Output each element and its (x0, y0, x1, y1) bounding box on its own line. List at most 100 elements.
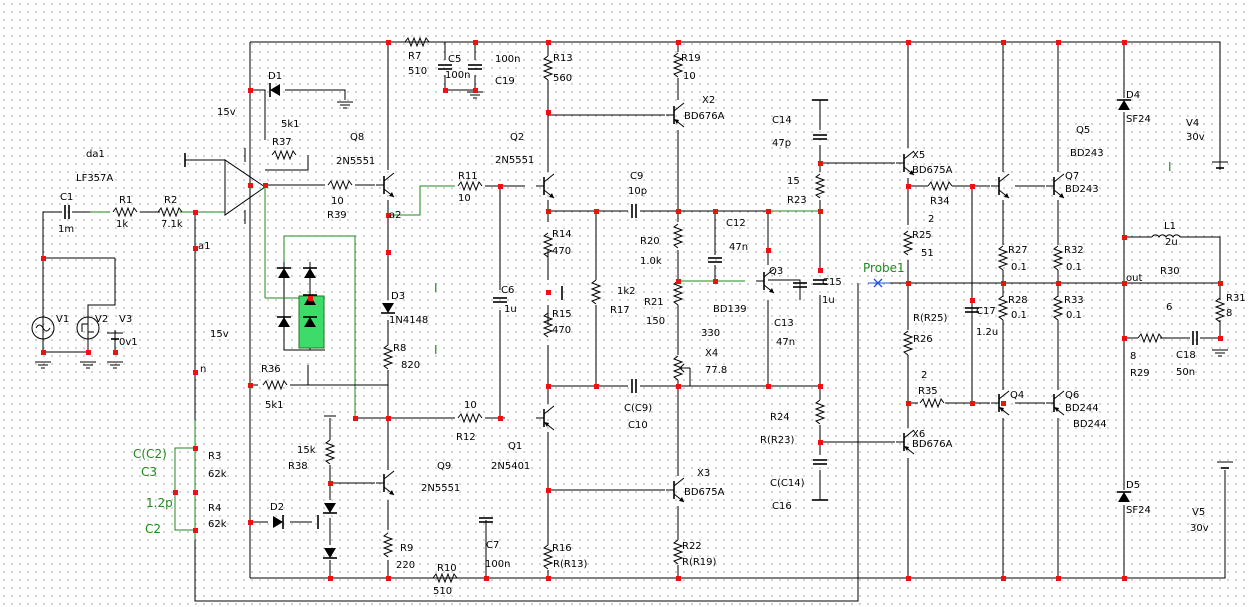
label-q6t: BD244 (1065, 403, 1099, 414)
label-q9t: 2N5551 (421, 483, 460, 494)
label-q7t: BD243 (1065, 184, 1099, 195)
resistor-r17 (591, 279, 601, 305)
ground-symbol (79, 361, 97, 369)
transistor-q4 (990, 173, 1010, 199)
label-probe: Probe1 (863, 261, 905, 275)
label-r34v: 2 (928, 214, 934, 225)
label-q3: Q3 (769, 266, 783, 277)
source-v2 (76, 316, 100, 340)
label-r15v: 470 (552, 325, 571, 336)
label-x2t: BD676A (684, 111, 725, 122)
label-r26: R26 (913, 334, 933, 345)
ground-symbol (106, 361, 124, 369)
label-r8v: 820 (401, 360, 420, 371)
diode-d5 (1116, 491, 1132, 503)
capacitor-c14 (812, 134, 828, 140)
resistor-r36 (262, 380, 288, 390)
label-x4v2: 77.8 (705, 365, 727, 376)
label-r11: R11 (458, 171, 478, 182)
capacitor-c10 (631, 378, 637, 394)
transistor-q7 (1045, 173, 1065, 199)
label-c12: C12 (726, 218, 746, 229)
label-r35: R35 (918, 386, 938, 397)
label-c5v: 100n (445, 70, 470, 81)
label-r27: R27 (1008, 245, 1028, 256)
label-v4v: 30v (1186, 132, 1205, 143)
capacitor-c5 (437, 64, 453, 70)
label-r14v: 470 (552, 246, 571, 257)
label-n: n (200, 364, 206, 375)
junctions (41, 40, 1223, 581)
label-q8: Q8 (350, 132, 364, 143)
resistor-r27 (998, 245, 1008, 271)
label-r33: R33 (1064, 295, 1084, 306)
source-v1 (31, 316, 55, 340)
diode-d2 (272, 514, 284, 530)
label-r12: R12 (456, 432, 476, 443)
label-v15b: 15v (210, 329, 229, 340)
label-r9v: 220 (396, 560, 415, 571)
label-l1: L1 (1164, 221, 1176, 232)
label-a2: a2 (389, 210, 402, 221)
label-c9v: 10p (628, 186, 647, 197)
label-r37: R37 (272, 137, 292, 148)
label-x2: X2 (702, 95, 715, 106)
label-d3t: 1N4148 (389, 315, 428, 326)
label-r20v: 1.0k (640, 256, 662, 267)
label-c1v: 1m (58, 224, 74, 235)
label-r23v: 15 (787, 176, 800, 187)
resistor-r28 (998, 295, 1008, 321)
label-rr25: R(R25) (913, 313, 948, 324)
resistor-r25 (903, 230, 913, 256)
wires (42, 41, 1226, 602)
label-q1: Q1 (508, 441, 522, 452)
label-d2: D2 (270, 502, 284, 513)
label-c3: C3 (141, 465, 157, 479)
label-r3v: 62k (208, 469, 227, 480)
label-x6t: BD676A (912, 439, 953, 450)
label-c19: C19 (495, 76, 515, 87)
label-r33v: 0.1 (1066, 310, 1082, 321)
label-c17v: 1.2u (976, 327, 998, 338)
capacitor-c9 (631, 203, 637, 219)
label-r29v: 8 (1130, 351, 1136, 362)
ground-symbol (336, 101, 354, 109)
resistor-r12 (457, 413, 483, 423)
battery-v5 (1216, 461, 1234, 469)
diode-d3 (380, 302, 396, 314)
label-r39v: 10 (331, 196, 344, 207)
resistor-r32 (1053, 245, 1063, 271)
transistor-q1 (535, 405, 555, 431)
ground-symbol (34, 361, 52, 369)
label-v5v: 30v (1190, 523, 1209, 534)
label-r13v: 560 (553, 73, 572, 84)
label-v3: V3 (119, 314, 132, 325)
probe-marker (868, 278, 890, 288)
label-r28v: 0.1 (1011, 310, 1027, 321)
resistor-r34 (927, 181, 953, 191)
label-r26v: 2 (921, 370, 927, 381)
label-c14v: 47p (772, 138, 791, 149)
diode-d1 (269, 82, 281, 98)
label-r29: R29 (1130, 368, 1150, 379)
label-q2: Q2 (510, 132, 524, 143)
resistor-r22 (673, 539, 683, 565)
label-v15: 15v (217, 107, 236, 118)
resistor-r2 (157, 207, 183, 217)
label-r4: R4 (208, 503, 221, 514)
label-q4: Q4 (1010, 390, 1024, 401)
label-i2: I (434, 343, 438, 357)
label-q1t: 2N5401 (491, 461, 530, 472)
potentiometer-x4 (673, 355, 690, 381)
label-q6: Q6 (1065, 390, 1079, 401)
label-r19: R19 (681, 53, 701, 64)
label-r17: R17 (610, 305, 630, 316)
label-q5: Q5 (1076, 125, 1090, 136)
label-c7v: 100n (485, 559, 510, 570)
resistor-r37 (271, 150, 297, 160)
label-d4: D4 (1126, 90, 1140, 101)
label-r27v: 0.1 (1011, 262, 1027, 273)
label-r14: R14 (552, 229, 572, 240)
label-rr23: R(R23) (760, 435, 795, 446)
label-v3v: 0v1 (119, 337, 138, 348)
